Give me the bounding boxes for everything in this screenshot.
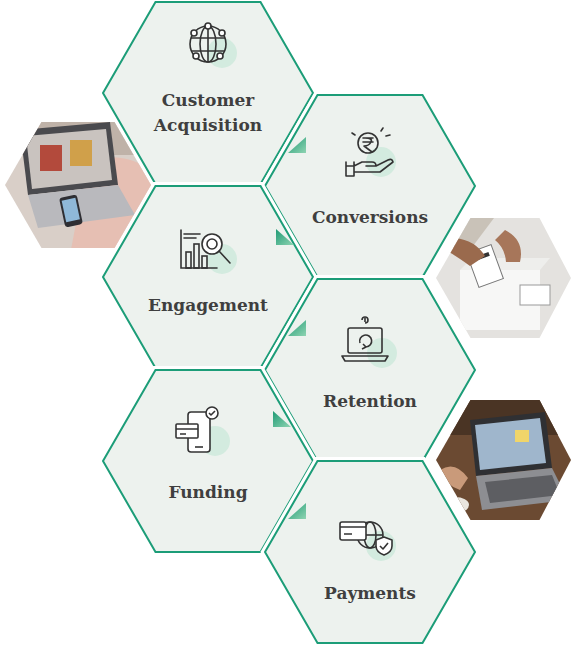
photo-hexagon xyxy=(430,210,576,345)
node-label: Payments xyxy=(290,581,450,607)
photo-hexagon xyxy=(0,115,160,255)
node-label: Retention xyxy=(290,389,450,415)
node-label: Conversions xyxy=(290,205,450,231)
hexagon-outline xyxy=(265,461,475,643)
hexagon-node: Payments xyxy=(265,461,475,643)
junction-triangle xyxy=(288,320,306,336)
analytics-icon xyxy=(181,230,237,274)
laptop-icon xyxy=(342,317,397,368)
photo-hexagon xyxy=(430,395,576,525)
hexagon-halo xyxy=(265,461,475,643)
node-label: Engagement xyxy=(128,293,288,319)
mobile-funding-icon xyxy=(176,407,230,456)
hexagon-shape xyxy=(265,461,475,643)
coin-hand-icon xyxy=(346,128,396,177)
junction-triangle xyxy=(276,229,294,245)
junction-triangle xyxy=(288,503,306,519)
junction-triangle xyxy=(288,137,306,153)
globe-icon xyxy=(190,23,237,68)
node-label: Customer Acquisition xyxy=(128,88,288,139)
node-label: Funding xyxy=(128,480,288,506)
payment-icon xyxy=(340,522,396,561)
junction-triangle xyxy=(273,411,291,427)
